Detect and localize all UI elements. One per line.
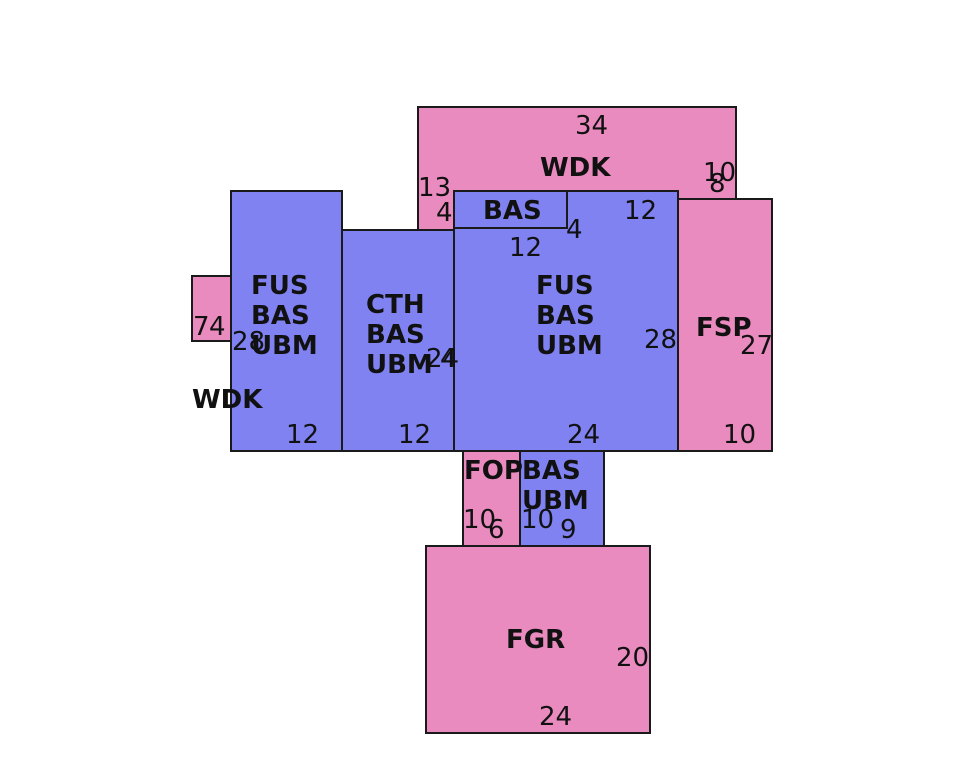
fus-main-dim-top: 12 bbox=[624, 196, 657, 226]
bas-ubm-dim-height: 10 bbox=[521, 505, 554, 535]
fus-main-dim-side: 28 bbox=[644, 325, 677, 355]
wdk-left-dim-width: 7 bbox=[193, 312, 210, 342]
fop-code: FOP bbox=[464, 456, 523, 486]
area-shapes bbox=[191, 106, 773, 734]
bas-small-area bbox=[453, 190, 568, 229]
wdk-left-dim-height: 4 bbox=[209, 312, 226, 342]
cth-dim-side: 24 bbox=[426, 344, 459, 374]
cth-dim-bottom: 12 bbox=[398, 420, 431, 450]
bas-small-code: BAS bbox=[483, 196, 542, 226]
fus-left-dim-side: 28 bbox=[232, 327, 265, 357]
fsp-dim-bottom: 10 bbox=[723, 420, 756, 450]
cth-code-1: CTH bbox=[366, 290, 425, 320]
fop-dim-width: 6 bbox=[488, 515, 505, 545]
wdk-top-dim-right: 10 bbox=[703, 158, 736, 188]
fus-left-area bbox=[230, 190, 343, 452]
fus-main-dim-bottom: 24 bbox=[567, 420, 600, 450]
fsp-code: FSP bbox=[696, 313, 752, 343]
bas-ubm-code-1: BAS bbox=[522, 456, 581, 486]
fus-main-code-3: UBM bbox=[536, 331, 603, 361]
cth-code-3: UBM bbox=[366, 350, 433, 380]
fus-main-code-2: BAS bbox=[536, 301, 595, 331]
fgr-dim-side: 20 bbox=[616, 643, 649, 673]
fop-dim-height: 10 bbox=[463, 505, 496, 535]
fgr-area bbox=[425, 545, 651, 734]
fsp-area bbox=[677, 198, 773, 452]
fus-left-dim-bottom: 12 bbox=[286, 420, 319, 450]
fus-main-area bbox=[453, 190, 679, 452]
fop-area bbox=[462, 450, 521, 547]
bas-small-dim-right: 4 bbox=[566, 215, 583, 245]
fus-main-code-1: FUS bbox=[536, 271, 594, 301]
fgr-dim-bottom: 24 bbox=[539, 702, 572, 732]
fus-main-dim-left: 4 bbox=[440, 344, 457, 374]
bas-small-dim-left: 4 bbox=[436, 198, 453, 228]
fgr-code: FGR bbox=[506, 625, 565, 655]
wdk-top-dim-right-2: 8 bbox=[709, 169, 726, 199]
wdk-left-code: WDK bbox=[192, 385, 263, 415]
fsp-dim-side: 27 bbox=[740, 331, 773, 361]
fus-left-code-2: BAS bbox=[251, 301, 310, 331]
wdk-top-dim-top: 34 bbox=[575, 111, 608, 141]
bas-ubm-code-2: UBM bbox=[522, 486, 589, 516]
wdk-left-area bbox=[191, 275, 233, 342]
bas-ubm-dim-width: 9 bbox=[560, 515, 577, 545]
cth-code-2: BAS bbox=[366, 320, 425, 350]
fus-left-code-3: UBM bbox=[251, 331, 318, 361]
wdk-top-dim-left: 13 bbox=[418, 173, 451, 203]
fus-left-code-1: FUS bbox=[251, 271, 309, 301]
cth-area bbox=[341, 229, 455, 452]
wdk-top-code: WDK bbox=[540, 153, 611, 183]
bas-small-dim-bottom: 12 bbox=[509, 233, 542, 263]
